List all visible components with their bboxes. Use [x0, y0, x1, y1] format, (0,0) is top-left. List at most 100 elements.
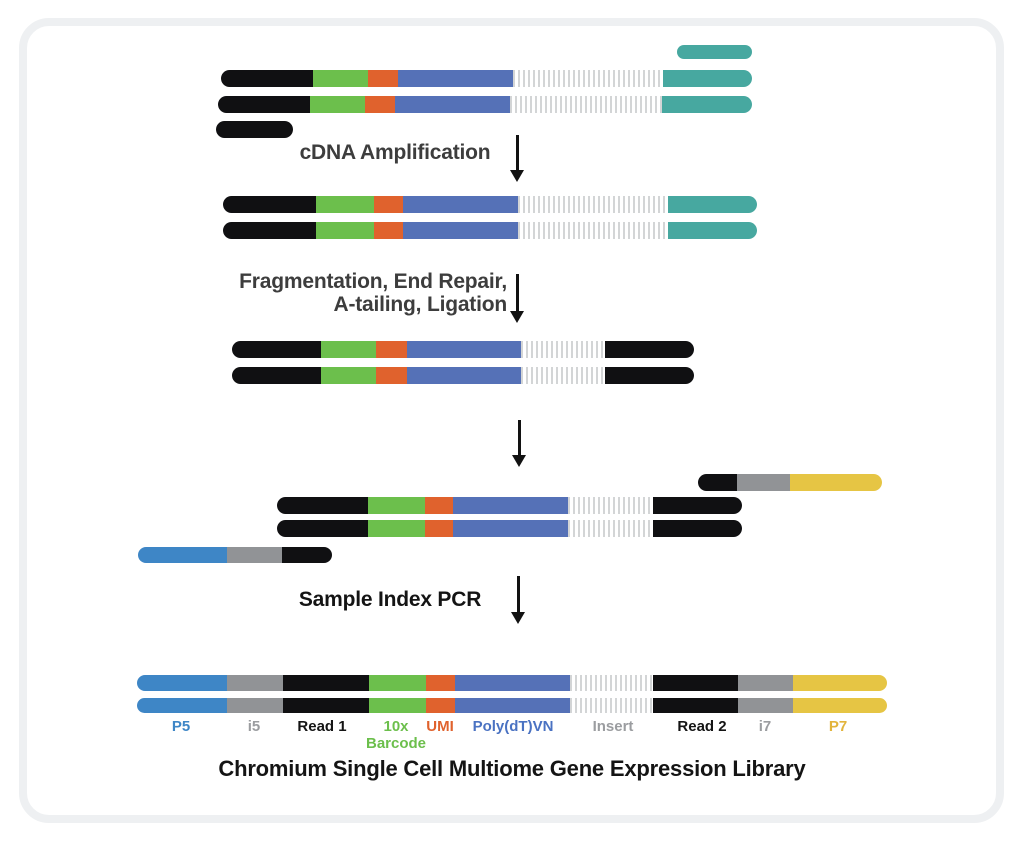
- cdna-top-strand-segment-insert: [513, 70, 663, 87]
- arrow-fragmentation: [510, 274, 524, 323]
- cdna-top-strand-segment-orange: [368, 70, 398, 87]
- arrow-cdna-amplification-line: [515, 135, 519, 172]
- library-bottom-strand: [137, 698, 887, 713]
- cdna-bottom-strand-segment-teal: [662, 96, 752, 113]
- pcr-top-strand: [277, 497, 742, 514]
- arrow-sample-index-pcr-head: [511, 612, 525, 624]
- library-label-text: P7: [828, 718, 848, 735]
- library-top-strand-segment-gray: [738, 675, 793, 691]
- library-label-read-1: Read 1: [297, 718, 346, 735]
- fragment-top-strand-segment-green: [321, 341, 376, 358]
- library-bottom-strand-segment-yellow: [793, 698, 887, 713]
- pcr-top-strand-segment-indigo: [453, 497, 568, 514]
- pcr-bottom-strand-segment-black: [653, 520, 742, 537]
- amplified-bottom-strand-segment-black: [223, 222, 316, 239]
- pcr-bottom-strand-segment-black: [277, 520, 368, 537]
- library-top-strand-segment-p5-blue: [137, 675, 227, 691]
- tso-teal-oligo-segment-teal: [677, 45, 752, 59]
- amplified-top-strand-segment-green: [316, 196, 374, 213]
- library-label-text-line2: Barcode: [365, 735, 427, 752]
- p5-index-primer-segment-gray: [227, 547, 282, 563]
- amplified-top-strand-segment-black: [223, 196, 316, 213]
- pcr-bottom-strand-segment-insert: [568, 520, 653, 537]
- cdna-top-strand-segment-black: [221, 70, 313, 87]
- pcr-top-strand-segment-green: [368, 497, 425, 514]
- cdna-bottom-strand-segment-green: [310, 96, 365, 113]
- fragment-bottom-strand-segment-indigo: [407, 367, 521, 384]
- library-label-text: Read 1: [297, 718, 347, 735]
- amplified-bottom-strand: [223, 222, 757, 239]
- library-top-strand-segment-insert: [570, 675, 653, 691]
- library-bottom-strand-segment-black: [653, 698, 738, 713]
- library-label-p7: P7: [829, 718, 847, 735]
- arrow-fragmentation-line: [515, 274, 519, 313]
- arrow-sample-index-pcr-line: [516, 576, 520, 614]
- amplified-bottom-strand-segment-insert: [518, 222, 668, 239]
- library-label-text: UMI: [426, 718, 454, 735]
- step-label-fragmentation: Fragmentation, End Repair, A-tailing, Li…: [170, 270, 507, 316]
- amplified-bottom-strand-segment-teal: [668, 222, 757, 239]
- library-bottom-strand-segment-p5-blue: [137, 698, 227, 713]
- fragment-bottom-strand-segment-black: [605, 367, 694, 384]
- step-label-cdna-amplification: cDNA Amplification: [299, 141, 491, 164]
- pcr-top-strand-segment-black: [277, 497, 368, 514]
- step-label-fragmentation-line2: A-tailing, Ligation: [333, 293, 507, 316]
- fragment-bottom-strand-segment-orange: [376, 367, 407, 384]
- amplified-bottom-strand-segment-green: [316, 222, 374, 239]
- cdna-top-strand-segment-green: [313, 70, 368, 87]
- pcr-top-strand-segment-insert: [568, 497, 653, 514]
- fragment-top-strand: [232, 341, 694, 358]
- fragment-top-strand-segment-black: [605, 341, 694, 358]
- diagram-title: Chromium Single Cell Multiome Gene Expre…: [218, 756, 806, 781]
- arrow-index-primer-anneal: [512, 420, 526, 467]
- library-top-strand-segment-black: [283, 675, 369, 691]
- library-label-insert: Insert: [593, 718, 634, 735]
- library-label-text: P5: [171, 718, 191, 735]
- p7-index-primer-segment-gray: [737, 474, 790, 491]
- p7-index-primer-segment-yellow: [790, 474, 882, 491]
- black-primer-oligo-segment-black: [216, 121, 293, 138]
- amplified-top-strand-segment-orange: [374, 196, 403, 213]
- pcr-bottom-strand-segment-green: [368, 520, 425, 537]
- library-label-text: i5: [247, 718, 261, 735]
- cdna-bottom-strand-segment-orange: [365, 96, 395, 113]
- amplified-bottom-strand-segment-orange: [374, 222, 403, 239]
- fragment-bottom-strand-segment-black: [232, 367, 321, 384]
- library-bottom-strand-segment-orange: [426, 698, 455, 713]
- library-label-poly-dt-vn: Poly(dT)VN: [473, 718, 554, 735]
- cdna-bottom-strand-segment-indigo: [395, 96, 510, 113]
- library-label-umi: UMI: [426, 718, 454, 735]
- library-top-strand: [137, 675, 887, 691]
- library-bottom-strand-segment-black: [283, 698, 369, 713]
- pcr-top-strand-segment-black: [653, 497, 742, 514]
- arrow-sample-index-pcr: [511, 576, 525, 624]
- library-bottom-strand-segment-green: [369, 698, 426, 713]
- fragment-bottom-strand-segment-insert: [521, 367, 605, 384]
- p7-index-primer: [698, 474, 882, 491]
- pcr-bottom-strand-segment-orange: [425, 520, 453, 537]
- library-label-read-2: Read 2: [677, 718, 726, 735]
- library-label-i5: i5: [248, 718, 261, 735]
- fragment-top-strand-segment-indigo: [407, 341, 521, 358]
- cdna-top-strand: [221, 70, 752, 87]
- cdna-bottom-strand: [218, 96, 752, 113]
- fragment-top-strand-segment-insert: [521, 341, 605, 358]
- pcr-top-strand-segment-orange: [425, 497, 453, 514]
- library-bottom-strand-segment-gray: [738, 698, 793, 713]
- amplified-top-strand-segment-teal: [668, 196, 757, 213]
- cdna-bottom-strand-segment-insert: [510, 96, 662, 113]
- library-top-strand-segment-black: [653, 675, 738, 691]
- arrow-cdna-amplification-head: [510, 170, 524, 182]
- library-label-text: 10x: [383, 718, 409, 735]
- cdna-bottom-strand-segment-black: [218, 96, 310, 113]
- arrow-cdna-amplification: [510, 135, 524, 182]
- library-label-text: Insert: [592, 718, 634, 735]
- library-label-text: Poly(dT)VN: [472, 718, 554, 735]
- p7-index-primer-segment-black: [698, 474, 737, 491]
- p5-index-primer-segment-p5-blue: [138, 547, 227, 563]
- library-top-strand-segment-green: [369, 675, 426, 691]
- amplified-top-strand-segment-indigo: [403, 196, 518, 213]
- pcr-bottom-strand: [277, 520, 742, 537]
